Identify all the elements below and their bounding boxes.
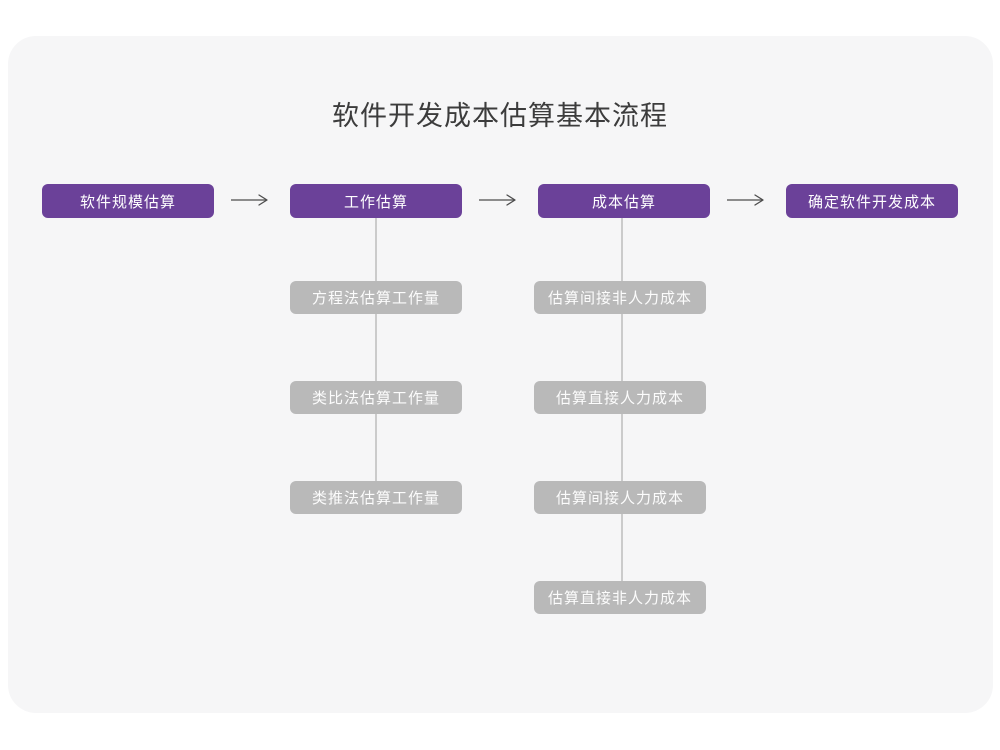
flow-node-software-scale-estimation: 软件规模估算 (42, 184, 214, 218)
flowchart-canvas (8, 36, 993, 713)
vertical-connector-work-estimation (375, 218, 377, 497)
sub-node-extrapolation-method: 类推法估算工作量 (290, 481, 462, 514)
arrow-right-icon (478, 193, 518, 207)
flow-node-cost-estimation: 成本估算 (538, 184, 710, 218)
flow-node-determine-development-cost: 确定软件开发成本 (786, 184, 958, 218)
sub-node-equation-method: 方程法估算工作量 (290, 281, 462, 314)
sub-node-direct-labor-cost: 估算直接人力成本 (534, 381, 706, 414)
arrow-right-icon (230, 193, 270, 207)
flow-node-work-estimation: 工作估算 (290, 184, 462, 218)
sub-node-direct-non-labor-cost: 估算直接非人力成本 (534, 581, 706, 614)
diagram-title: 软件开发成本估算基本流程 (332, 101, 668, 131)
sub-node-indirect-non-labor-cost: 估算间接非人力成本 (534, 281, 706, 314)
arrow-right-icon (726, 193, 766, 207)
sub-node-analogy-method: 类比法估算工作量 (290, 381, 462, 414)
sub-node-indirect-labor-cost: 估算间接人力成本 (534, 481, 706, 514)
